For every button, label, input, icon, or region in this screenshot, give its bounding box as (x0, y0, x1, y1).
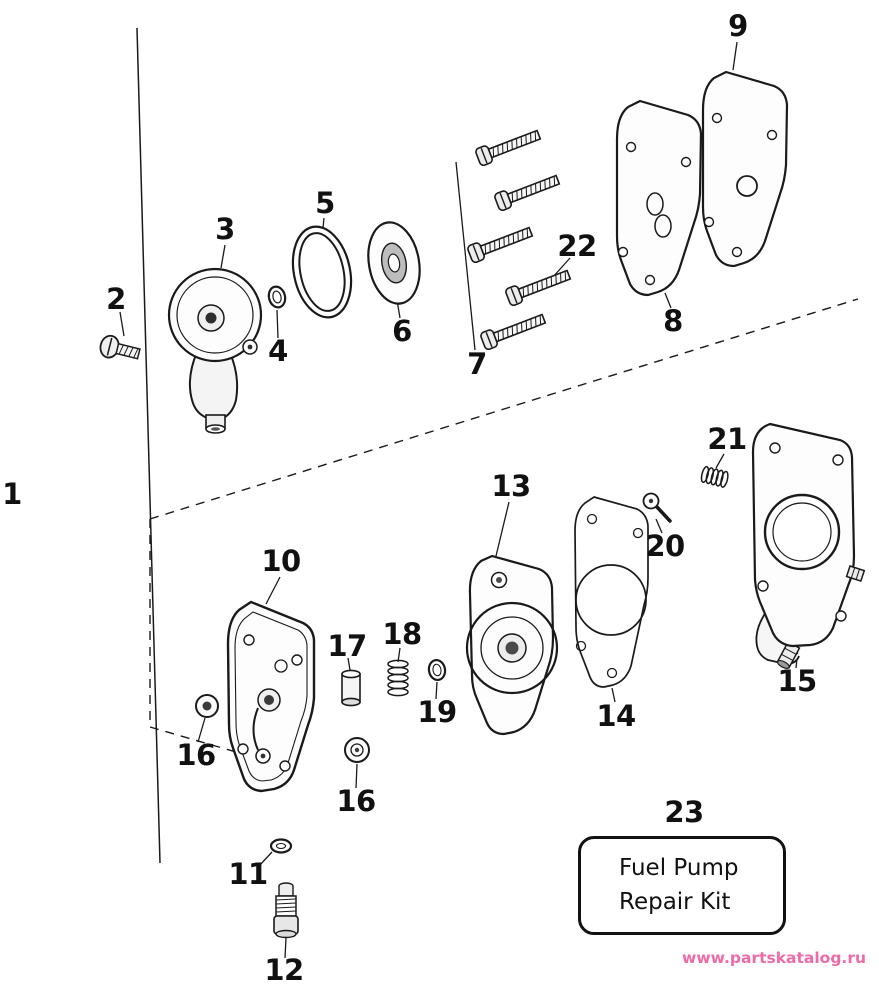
callout-13: 13 (491, 469, 531, 503)
part-6-washer (367, 221, 421, 305)
callout-1: 1 (2, 477, 22, 511)
callout-6: 6 (392, 314, 412, 348)
leader-lines (119, 41, 799, 959)
part-11-ring (269, 838, 293, 854)
callout-21: 21 (707, 422, 747, 456)
callout-16-left: 16 (176, 738, 216, 772)
part-12-check-valve (273, 882, 299, 939)
callout-4: 4 (268, 334, 288, 368)
callout-17: 17 (327, 629, 367, 663)
part-14-gasket (574, 496, 649, 688)
callout-5: 5 (315, 186, 335, 220)
callout-12: 12 (264, 953, 304, 987)
repair-kit-label: Fuel Pump Repair Kit (619, 855, 739, 915)
callout-22: 22 (557, 229, 597, 263)
part-10-pump-body (226, 600, 316, 793)
callout-16-right: 16 (336, 784, 376, 818)
part-5-o-ring (291, 225, 353, 319)
assembly-bracket-line (136, 27, 161, 864)
part-7-screw-set (465, 125, 573, 352)
part-16-cap-right (344, 737, 370, 763)
callout-15: 15 (777, 664, 817, 698)
callout-8: 8 (663, 304, 683, 338)
part-18-spring (387, 659, 409, 697)
callout-11: 11 (228, 857, 268, 891)
part-13-diaphragm-assembly (465, 554, 559, 736)
part-9-gasket-plate (701, 70, 789, 268)
part-21-spring (700, 465, 729, 488)
callout-3: 3 (215, 212, 235, 246)
callout-20: 20 (645, 529, 685, 563)
callout-19: 19 (417, 695, 457, 729)
repair-kit-box: Fuel Pump Repair Kit (578, 836, 786, 935)
part-16-cap-left (195, 694, 219, 718)
callout-23: 23 (664, 795, 704, 829)
part-17-plunger (341, 669, 361, 707)
callout-7: 7 (467, 347, 487, 381)
part-4-seal-ring (267, 285, 287, 309)
site-watermark: www.partskatalog.ru (682, 949, 866, 967)
part-3-pump-cover (167, 267, 263, 434)
callout-14: 14 (596, 699, 636, 733)
callout-18: 18 (382, 617, 422, 651)
part-20-pin (642, 492, 672, 523)
part-19-retainer-ring (427, 658, 447, 682)
part-8-diaphragm-plate (615, 99, 703, 297)
callout-10: 10 (261, 544, 301, 578)
callout-9: 9 (728, 9, 748, 43)
callout-2: 2 (106, 282, 126, 316)
part-2-screw (99, 334, 141, 360)
kit-boundary-dashed-line (149, 298, 859, 753)
part-15-pump-body (751, 422, 866, 670)
